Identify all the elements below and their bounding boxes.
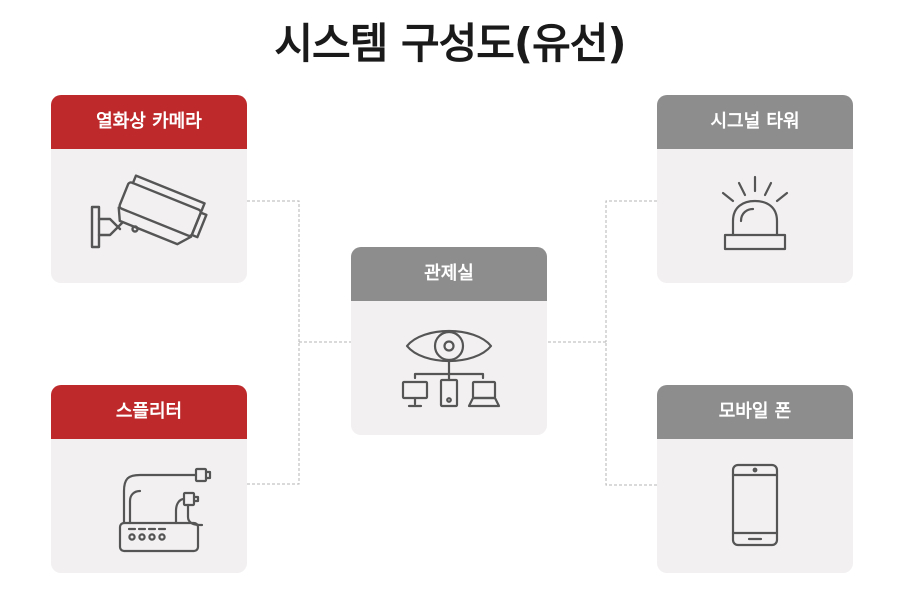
node-splitter: 스플리터 <box>51 385 247 573</box>
node-label: 스플리터 <box>51 385 247 439</box>
node-label: 관제실 <box>351 247 547 301</box>
node-mobile-phone: 모바일 폰 <box>657 385 853 573</box>
mobile-phone-icon <box>731 463 779 547</box>
connector-signal-tower <box>605 200 657 342</box>
node-label: 모바일 폰 <box>657 385 853 439</box>
node-signal-tower: 시그널 타워 <box>657 95 853 283</box>
connector-mobile <box>605 342 657 486</box>
splitter-icon <box>118 467 212 553</box>
signal-tower-icon <box>721 175 789 251</box>
connector-camera <box>247 200 300 342</box>
node-label: 시그널 타워 <box>657 95 853 149</box>
node-control-room: 관제실 <box>351 247 547 435</box>
cctv-camera-icon <box>90 174 208 249</box>
node-label: 열화상 카메라 <box>51 95 247 149</box>
node-thermal-camera: 열화상 카메라 <box>51 95 247 283</box>
connector-splitter <box>247 342 300 485</box>
eye-network-icon <box>401 330 501 408</box>
page-title: 시스템 구성도(유선) <box>274 19 626 68</box>
